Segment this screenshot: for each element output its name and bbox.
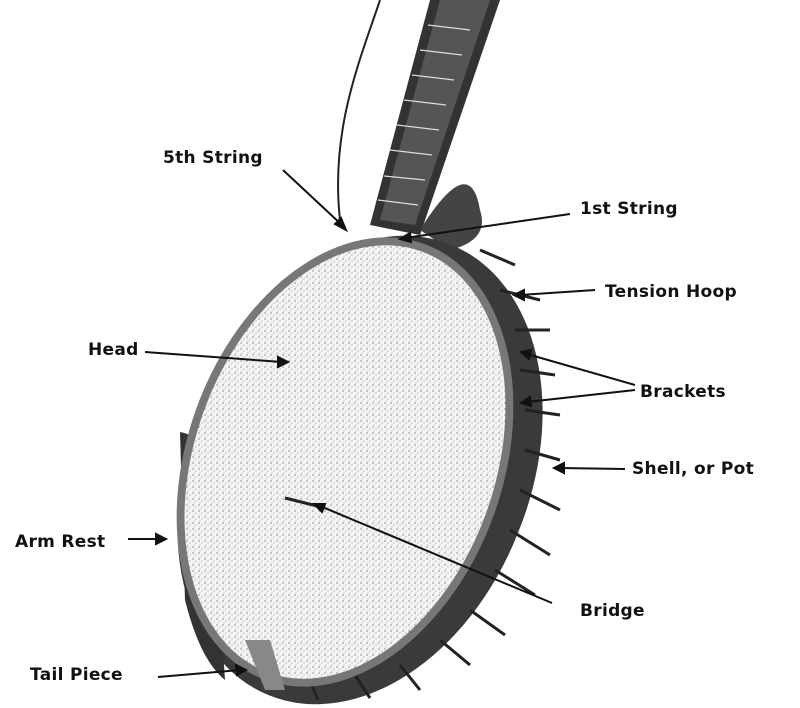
label-head: Head xyxy=(88,340,139,360)
pointer-arrows xyxy=(128,169,636,678)
label-brackets: Brackets xyxy=(640,382,726,402)
label-arm-rest: Arm Rest xyxy=(15,532,106,552)
neck xyxy=(370,0,500,250)
fifth-string-wire xyxy=(337,0,381,221)
label-5th-string: 5th String xyxy=(163,148,263,168)
label-bridge: Bridge xyxy=(580,601,645,621)
label-tension-hoop: Tension Hoop xyxy=(605,282,737,302)
label-shell: Shell, or Pot xyxy=(632,459,755,479)
label-tail-piece: Tail Piece xyxy=(30,665,123,685)
tail-piece xyxy=(245,640,285,690)
label-1st-string: 1st String xyxy=(580,199,678,219)
head xyxy=(184,245,506,679)
